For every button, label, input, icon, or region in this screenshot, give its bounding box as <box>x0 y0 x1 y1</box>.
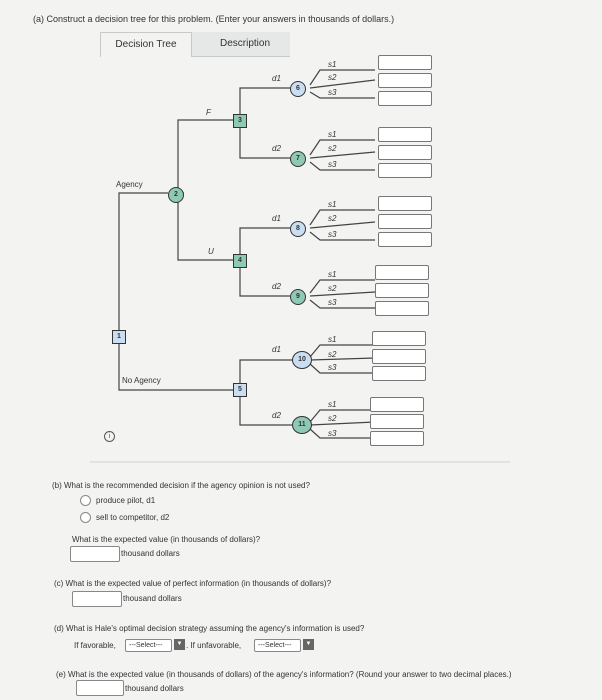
chance-node-7: 7 <box>290 151 306 167</box>
s1-label: s1 <box>328 130 337 139</box>
part-c-question: (c) What is the expected value of perfec… <box>54 579 332 588</box>
part-b-question: (b) What is the recommended decision if … <box>52 481 310 490</box>
option-produce-pilot: produce pilot, d1 <box>96 496 156 505</box>
tab-decision-tree[interactable]: Decision Tree <box>100 32 192 57</box>
d2-label: d2 <box>272 282 281 291</box>
if-unfavorable-label: . If unfavorable, <box>186 641 242 650</box>
part-e-unit: thousand dollars <box>125 684 184 693</box>
payoff-input[interactable] <box>378 163 432 178</box>
tab-bar: Decision Tree Description <box>100 32 290 57</box>
part-c-evpi-input[interactable] <box>72 591 122 607</box>
payoff-input[interactable] <box>378 73 432 88</box>
payoff-input[interactable] <box>375 283 429 298</box>
payoff-input[interactable] <box>375 301 429 316</box>
payoff-input[interactable] <box>378 145 432 160</box>
s1-label: s1 <box>328 335 337 344</box>
favorable-select[interactable]: ---Select--- ▼ <box>125 639 185 652</box>
part-d-question: (d) What is Hale's optimal decision stra… <box>54 624 365 633</box>
payoff-input[interactable] <box>372 349 426 364</box>
unfavorable-select-value: ---Select--- <box>258 642 292 649</box>
s3-label: s3 <box>328 363 337 372</box>
s2-label: s2 <box>328 144 337 153</box>
payoff-input[interactable] <box>370 414 424 429</box>
payoff-input[interactable] <box>370 397 424 412</box>
s2-label: s2 <box>328 73 337 82</box>
if-favorable-label: If favorable, <box>74 641 116 650</box>
agency-label: Agency <box>116 180 143 189</box>
s1-label: s1 <box>328 60 337 69</box>
chance-node-8: 8 <box>290 221 306 237</box>
chance-node-2: 2 <box>168 187 184 203</box>
radio-sell-competitor[interactable] <box>80 512 91 523</box>
payoff-input[interactable] <box>378 127 432 142</box>
favorable-select-value: ---Select--- <box>129 642 163 649</box>
part-e-question: (e) What is the expected value (in thous… <box>56 670 512 679</box>
chevron-down-icon: ▼ <box>303 639 314 650</box>
option-sell-competitor: sell to competitor, d2 <box>96 513 170 522</box>
no-agency-label: No Agency <box>122 376 161 385</box>
s2-label: s2 <box>328 284 337 293</box>
payoff-input[interactable] <box>378 91 432 106</box>
d1-label: d1 <box>272 345 281 354</box>
u-label: U <box>208 247 214 256</box>
d2-label: d2 <box>272 144 281 153</box>
s2-label: s2 <box>328 214 337 223</box>
part-e-value-input[interactable] <box>76 680 124 696</box>
chance-node-10: 10 <box>292 351 312 369</box>
s1-label: s1 <box>328 270 337 279</box>
chevron-down-icon: ▼ <box>174 639 185 650</box>
d2-label: d2 <box>272 411 281 420</box>
s3-label: s3 <box>328 160 337 169</box>
radio-produce-pilot[interactable] <box>80 495 91 506</box>
chance-node-9: 9 <box>290 289 306 305</box>
part-b-unit: thousand dollars <box>121 549 180 558</box>
info-icon[interactable]: i <box>104 431 115 442</box>
s3-label: s3 <box>328 298 337 307</box>
s2-label: s2 <box>328 350 337 359</box>
payoff-input[interactable] <box>378 55 432 70</box>
s3-label: s3 <box>328 88 337 97</box>
part-b-ev-input[interactable] <box>70 546 120 562</box>
payoff-input[interactable] <box>378 196 432 211</box>
payoff-input[interactable] <box>372 331 426 346</box>
payoff-input[interactable] <box>370 431 424 446</box>
s2-label: s2 <box>328 414 337 423</box>
unfavorable-select[interactable]: ---Select--- ▼ <box>254 639 314 652</box>
decision-node-5: 5 <box>233 383 247 397</box>
decision-node-4: 4 <box>233 254 247 268</box>
d1-label: d1 <box>272 214 281 223</box>
decision-node-1: 1 <box>112 330 126 344</box>
decision-node-3: 3 <box>233 114 247 128</box>
s3-label: s3 <box>328 230 337 239</box>
part-b-ev-question: What is the expected value (in thousands… <box>72 535 261 544</box>
chance-node-6: 6 <box>290 81 306 97</box>
payoff-input[interactable] <box>378 232 432 247</box>
part-c-unit: thousand dollars <box>123 594 182 603</box>
payoff-input[interactable] <box>378 214 432 229</box>
s1-label: s1 <box>328 400 337 409</box>
s3-label: s3 <box>328 429 337 438</box>
part-a-question: (a) Construct a decision tree for this p… <box>33 14 395 24</box>
s1-label: s1 <box>328 200 337 209</box>
d1-label: d1 <box>272 74 281 83</box>
payoff-input[interactable] <box>372 366 426 381</box>
chance-node-11: 11 <box>292 416 312 434</box>
payoff-input[interactable] <box>375 265 429 280</box>
tab-description[interactable]: Description <box>219 38 271 49</box>
f-label: F <box>206 108 211 117</box>
